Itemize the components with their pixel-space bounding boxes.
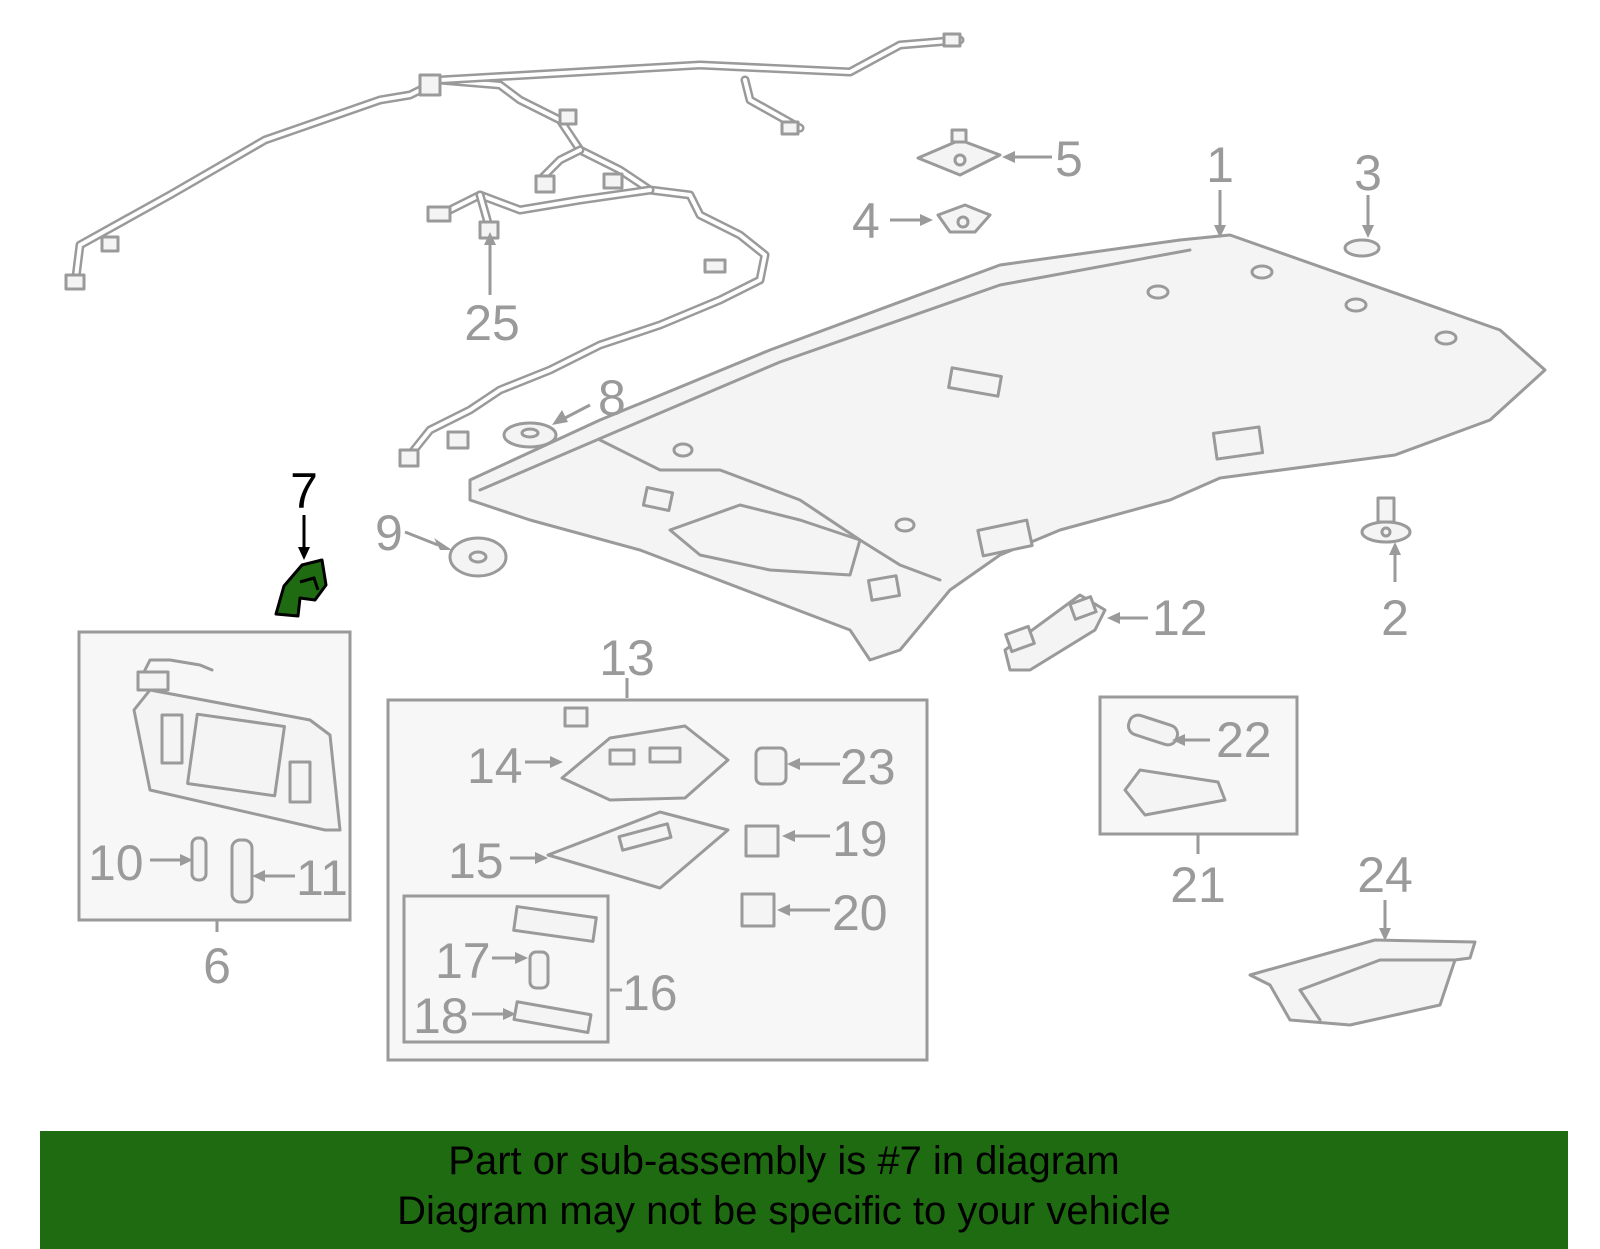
clip-part-3[interactable]	[1343, 238, 1381, 258]
callout-5: 5	[1055, 131, 1083, 187]
callout-4: 4	[852, 193, 880, 249]
grommet-part-8[interactable]	[502, 421, 558, 449]
callout-25: 25	[464, 295, 520, 351]
wiring-harness-part-25[interactable]	[64, 32, 965, 468]
callout-12: 12	[1152, 590, 1208, 646]
callout-labels: 1 2 3 4 5 6 7 8 9 10 11 12 13 14 15 16 1…	[88, 131, 1413, 1044]
assist-handle-part-12[interactable]	[1003, 593, 1107, 672]
callout-19: 19	[832, 811, 888, 867]
callout-9: 9	[375, 505, 403, 561]
callout-20: 20	[832, 885, 888, 941]
console-group-box-13	[386, 698, 929, 1062]
grommet-part-9[interactable]	[448, 536, 508, 578]
clip-part-4[interactable]	[936, 203, 992, 234]
callout-13: 13	[599, 630, 655, 686]
bracket-part-7[interactable]	[274, 558, 328, 618]
leader-lines	[150, 151, 1401, 1020]
headliner-part-1[interactable]	[468, 233, 1547, 662]
callout-15: 15	[448, 833, 504, 889]
callout-16: 16	[622, 965, 678, 1021]
info-banner: Part or sub-assembly is #7 in diagram Di…	[40, 1131, 1568, 1249]
callout-8: 8	[598, 370, 626, 426]
callout-22: 22	[1216, 712, 1272, 768]
callout-10: 10	[88, 835, 144, 891]
callout-2: 2	[1381, 590, 1409, 646]
callout-24: 24	[1357, 847, 1413, 903]
banner-disclaimer: Diagram may not be specific to your vehi…	[397, 1189, 1171, 1233]
callout-14: 14	[467, 738, 523, 794]
callout-17: 17	[435, 933, 491, 989]
lamp-group-box-21	[1098, 695, 1299, 836]
callout-21: 21	[1170, 857, 1226, 913]
banner-part-notice: Part or sub-assembly is #7 in diagram	[448, 1139, 1120, 1183]
callout-3: 3	[1354, 145, 1382, 201]
callout-6: 6	[203, 938, 231, 994]
clip-part-5[interactable]	[916, 128, 1002, 177]
screw-part-2[interactable]	[1360, 496, 1412, 544]
callout-1: 1	[1206, 137, 1234, 193]
callout-7: 7	[290, 463, 318, 519]
callout-23: 23	[840, 739, 896, 795]
sunvisor-group-box-6	[77, 630, 352, 922]
callout-11: 11	[296, 850, 348, 906]
callout-18: 18	[413, 988, 469, 1044]
module-part-24[interactable]	[1248, 938, 1477, 1027]
